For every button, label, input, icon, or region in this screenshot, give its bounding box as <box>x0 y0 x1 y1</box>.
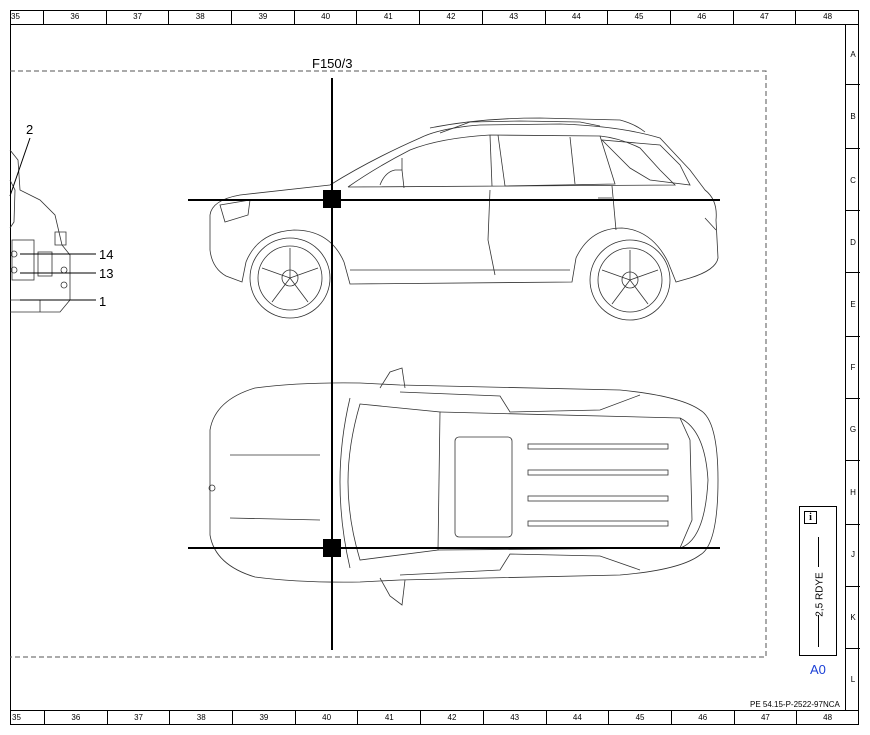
info-icon[interactable]: i <box>804 511 817 524</box>
row-ruler: A B C D E F G H J K L <box>845 24 860 711</box>
drawing-frame <box>10 10 859 711</box>
callout-number: 2 <box>26 122 34 137</box>
column-label: 40 <box>295 10 358 24</box>
column-label: 46 <box>672 711 735 724</box>
column-ruler-top: 35 36 37 38 39 40 41 42 43 44 45 46 47 4… <box>10 10 859 25</box>
column-label: 38 <box>169 10 233 24</box>
column-label: 43 <box>484 711 547 724</box>
component-marker-side <box>323 190 341 208</box>
column-label: 35 <box>10 10 44 24</box>
callout-lines <box>9 137 96 301</box>
fuse-label: F150/3 <box>312 56 353 71</box>
car-top-view <box>208 367 719 606</box>
location-lines <box>188 78 720 650</box>
column-label: 36 <box>44 10 107 24</box>
partial-component <box>9 149 71 313</box>
column-label: 38 <box>170 711 234 724</box>
column-label: 47 <box>734 10 797 24</box>
document-reference: PE 54.15-P-2522-97NCA <box>750 700 840 709</box>
column-label: 41 <box>357 10 421 24</box>
row-label: D <box>850 238 856 247</box>
row-label: E <box>850 300 856 309</box>
column-label: 39 <box>232 10 295 24</box>
row-label: L <box>850 675 856 684</box>
row-label: B <box>850 112 856 121</box>
callout-number: 13 <box>99 266 114 281</box>
column-label: 42 <box>420 10 483 24</box>
column-ruler-bottom: 35 36 37 38 39 40 41 42 43 44 45 46 47 4… <box>10 711 859 725</box>
column-label: 35 <box>11 711 45 724</box>
column-label: 42 <box>421 711 484 724</box>
component-marker-top <box>323 539 341 557</box>
callout-number: 14 <box>99 247 114 262</box>
column-label: 48 <box>823 713 833 722</box>
column-label: 47 <box>735 711 798 724</box>
component-area-outline <box>10 70 767 658</box>
column-label: 45 <box>609 711 672 724</box>
row-label: K <box>850 613 856 622</box>
row-label: A <box>850 50 856 59</box>
row-label: G <box>849 425 857 434</box>
column-label: 46 <box>671 10 734 24</box>
column-label: 45 <box>608 10 671 24</box>
column-label: 37 <box>107 10 170 24</box>
column-label: 39 <box>233 711 296 724</box>
column-label: 43 <box>483 10 546 24</box>
row-label: H <box>850 488 856 497</box>
column-label: 36 <box>45 711 108 724</box>
wire-label: 2,5 RDYE <box>814 572 826 617</box>
column-label: 37 <box>108 711 171 724</box>
column-label: 48 <box>823 12 833 21</box>
car-side-view <box>209 117 719 321</box>
location-code: A0 <box>810 662 826 677</box>
row-label: F <box>850 363 856 372</box>
row-label: C <box>850 176 856 185</box>
row-label: J <box>851 550 855 559</box>
column-label: 41 <box>358 711 422 724</box>
column-label: 40 <box>296 711 359 724</box>
column-label: 44 <box>547 711 610 724</box>
callout-number: 1 <box>99 294 107 309</box>
wire-info-box: i 2,5 RDYE <box>799 506 837 656</box>
column-label: 44 <box>546 10 609 24</box>
